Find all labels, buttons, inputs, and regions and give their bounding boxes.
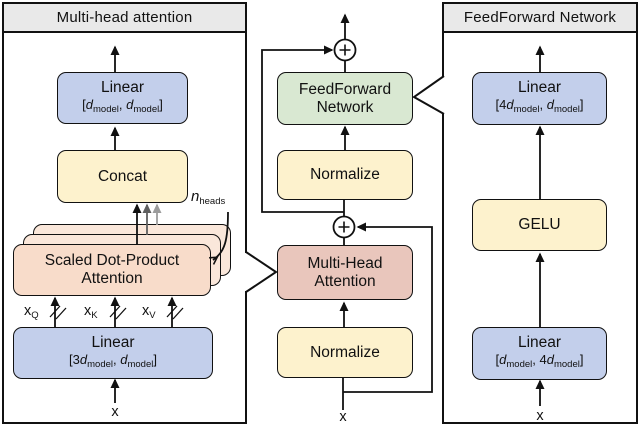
- right-panel-header: FeedForward Network: [444, 4, 636, 33]
- feedforward-network-box: FeedForward Network: [277, 72, 413, 125]
- linear-down-dims: [4dmodel, dmodel]: [495, 97, 584, 115]
- sdpa-label-line1: Scaled Dot-Product: [44, 252, 180, 269]
- scaled-dot-product-attention-box: Scaled Dot-Product Attention: [13, 244, 211, 296]
- linear-qkv-label: Linear: [91, 333, 135, 351]
- linear-qkv-projection-box: Linear [3dmodel, dmodel]: [13, 327, 213, 379]
- sdpa-label-line2: Attention: [81, 270, 143, 287]
- linear-up-projection-box: Linear [dmodel, 4dmodel]: [472, 327, 607, 380]
- normalize-box-top: Normalize: [277, 150, 413, 200]
- linear-output-dims: [dmodel, dmodel]: [82, 96, 163, 115]
- linear-output-box: Linear [dmodel, dmodel]: [57, 72, 188, 124]
- left-panel-title: Multi-head attention: [56, 9, 193, 26]
- normalize-box-bottom: Normalize: [277, 327, 413, 378]
- mha-label-line2: Attention: [314, 272, 376, 290]
- input-label-v: xV: [142, 303, 156, 321]
- gelu-label: GELU: [518, 216, 561, 233]
- linear-down-projection-box: Linear [4dmodel, dmodel]: [472, 72, 607, 125]
- linear-up-dims: [dmodel, 4dmodel]: [495, 352, 584, 370]
- left-input-x-label: x: [111, 404, 119, 420]
- input-label-k: xK: [84, 303, 98, 321]
- input-label-q: xQ: [24, 303, 39, 321]
- normalize-bottom-label: Normalize: [310, 343, 380, 361]
- concat-label: Concat: [97, 167, 148, 185]
- ffn-label-line1: FeedForward: [298, 80, 392, 98]
- ffn-label-line2: Network: [316, 98, 374, 116]
- multi-head-attention-box: Multi-Head Attention: [277, 245, 413, 300]
- linear-output-label: Linear: [100, 78, 145, 96]
- linear-up-label: Linear: [517, 334, 562, 351]
- n-heads-label: nheads: [191, 188, 226, 207]
- linear-qkv-dims: [3dmodel, dmodel]: [69, 351, 157, 370]
- left-panel-header: Multi-head attention: [4, 4, 245, 33]
- linear-down-label: Linear: [517, 79, 562, 96]
- concat-box: Concat: [57, 150, 188, 203]
- gelu-box: GELU: [472, 199, 607, 251]
- add-node-icon-bottom: [332, 215, 356, 239]
- right-input-x-label: x: [536, 408, 544, 424]
- right-panel-title: FeedForward Network: [463, 9, 617, 26]
- add-node-icon-top: [333, 38, 357, 62]
- callout-chevron-left: [243, 251, 278, 293]
- mha-label-line1: Multi-Head: [307, 254, 383, 272]
- middle-input-x-label: x: [339, 409, 347, 425]
- normalize-top-label: Normalize: [310, 166, 380, 183]
